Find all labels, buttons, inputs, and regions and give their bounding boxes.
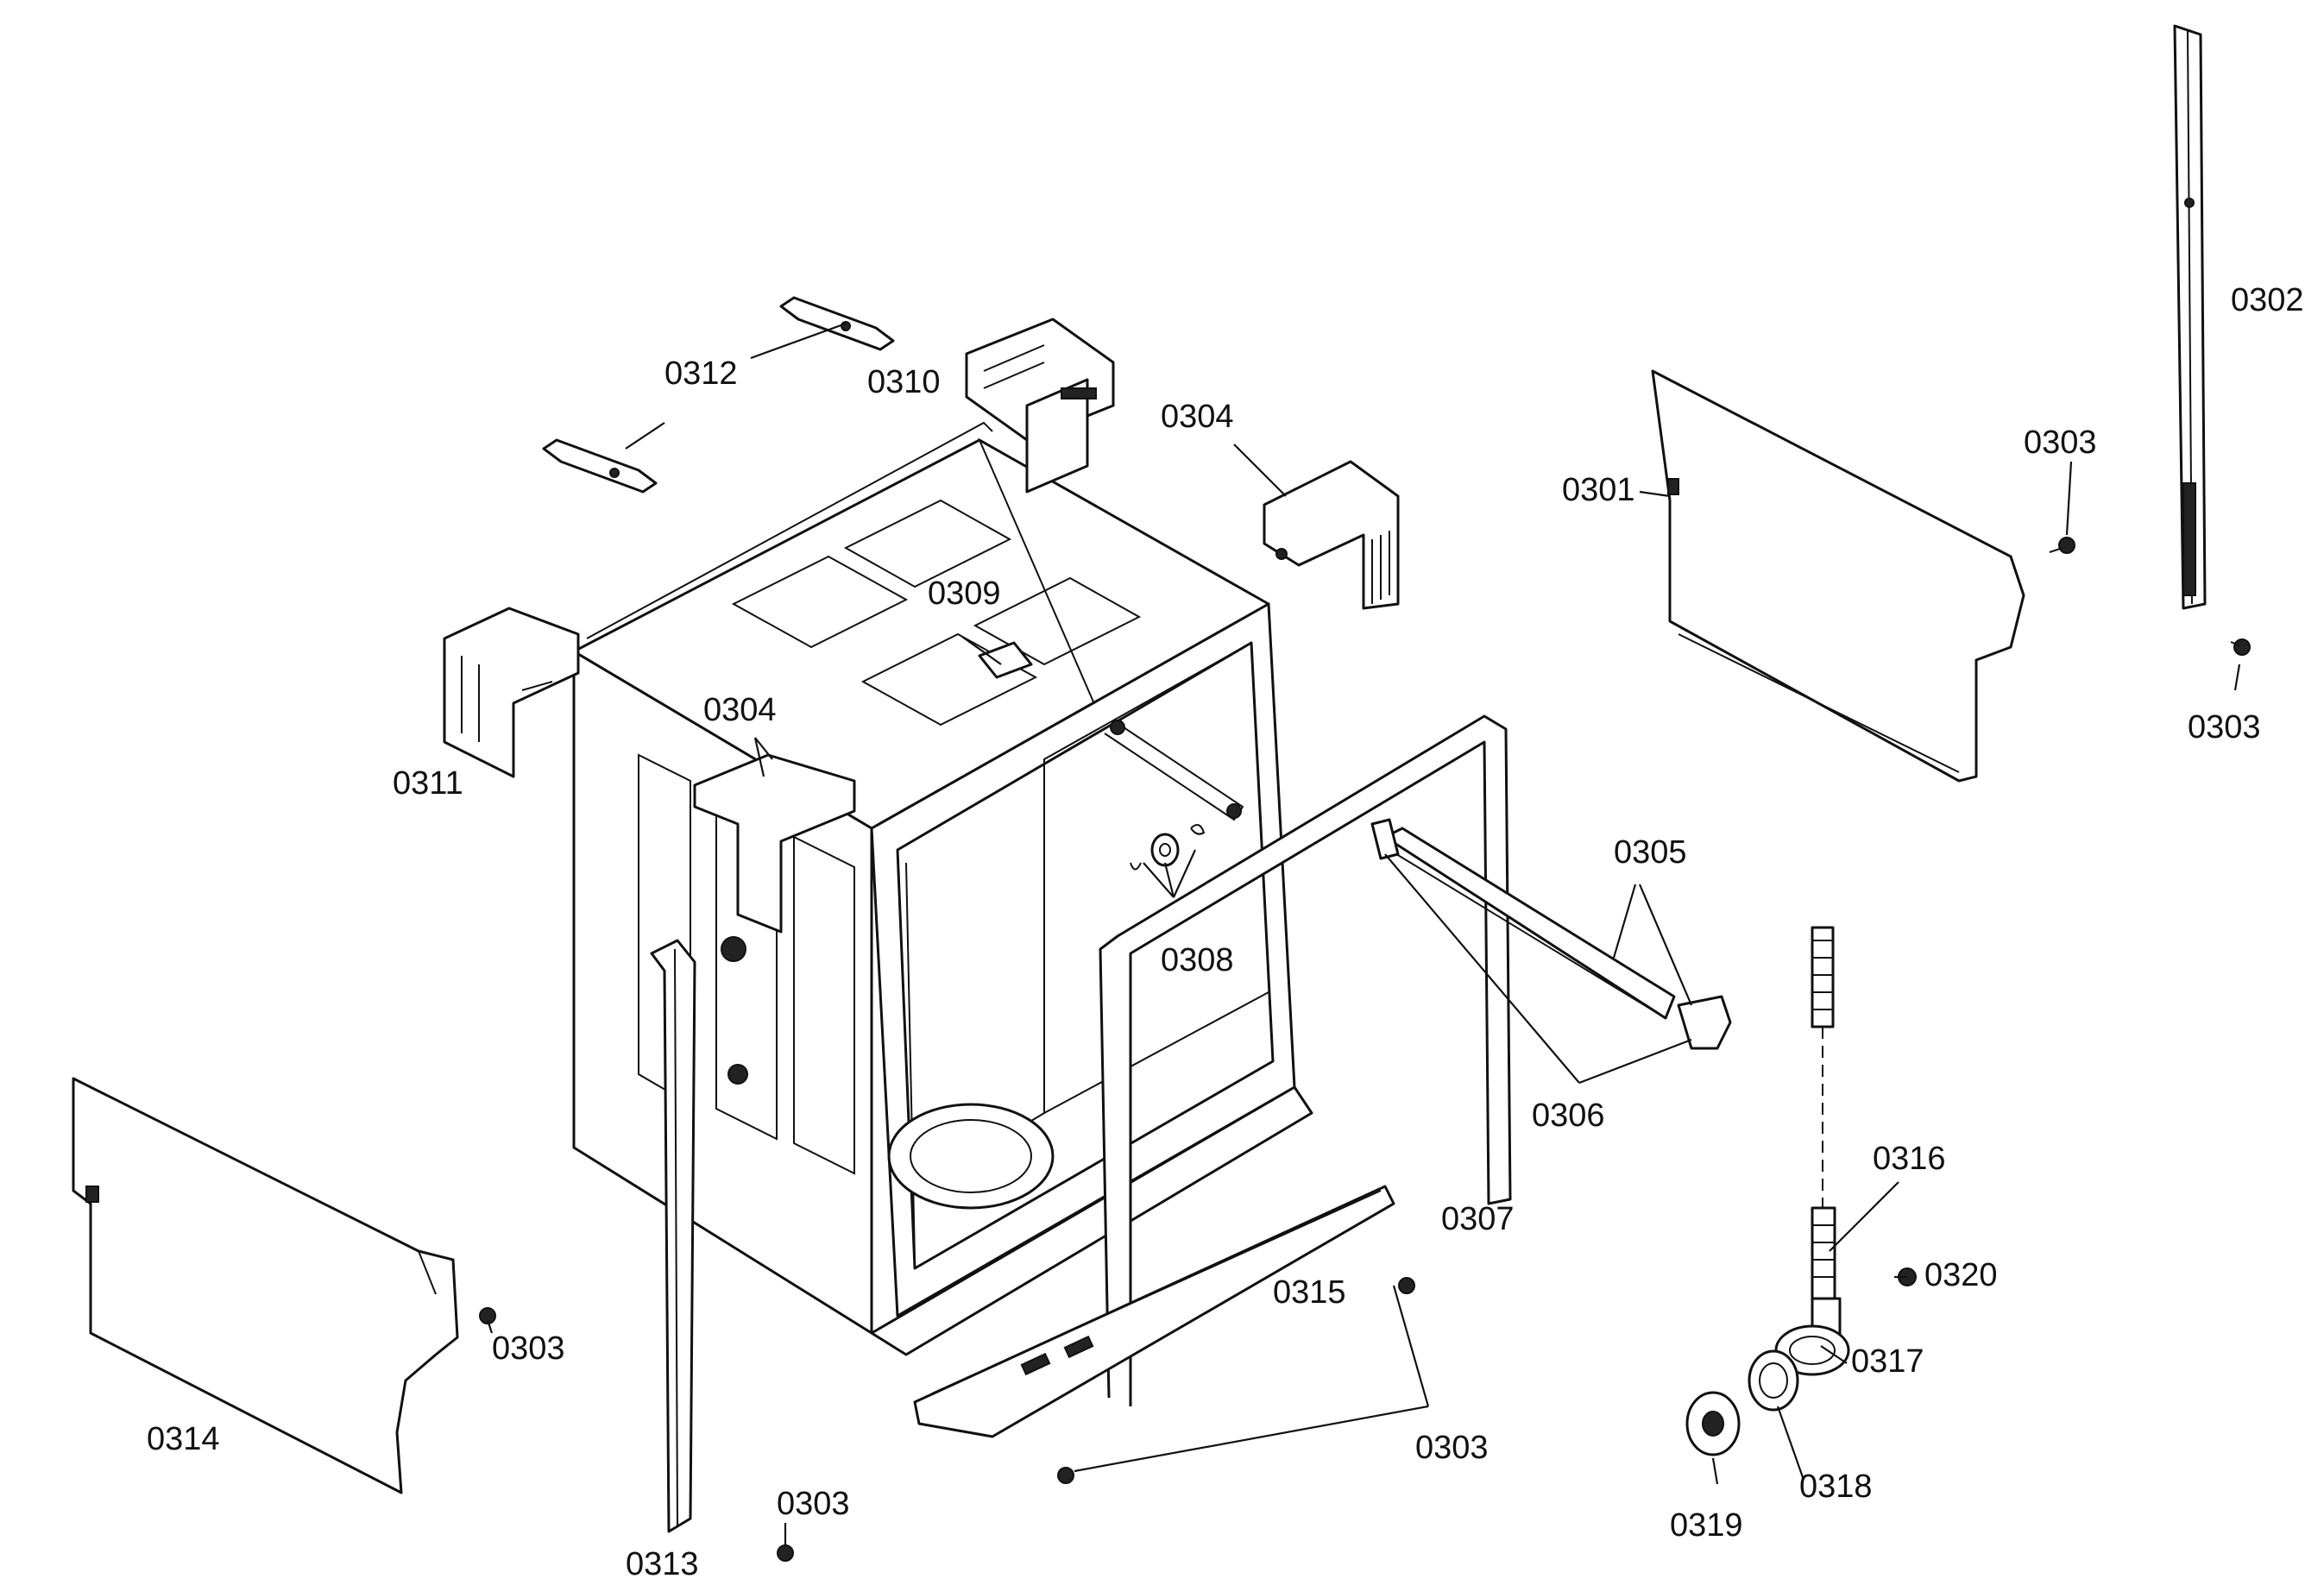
dishwasher-tub <box>572 421 1313 1356</box>
callout-0311: 0311 <box>393 765 463 802</box>
callout-0301: 0301 <box>1562 472 1635 508</box>
side-panel-0314 <box>72 1077 459 1494</box>
screw-0303-bottom-left <box>777 1544 794 1562</box>
clip-0304-left <box>693 753 856 1085</box>
cap-0319 <box>1685 1391 1741 1456</box>
callout-0320: 0320 <box>1924 1257 1998 1293</box>
callout-0305: 0305 <box>1614 834 1687 871</box>
base-strip-0315 <box>913 1185 1395 1438</box>
callout-0309: 0309 <box>928 576 1001 612</box>
callout-labels: 0302 0312 0310 0304 0303 0301 0309 0303 … <box>147 282 2304 1582</box>
clip-0311 <box>443 607 580 778</box>
callout-0319: 0319 <box>1670 1507 1743 1544</box>
callout-0304-left: 0304 <box>703 692 777 728</box>
callout-0303-bottom-a: 0303 <box>1415 1430 1489 1466</box>
callout-0303-right: 0303 <box>2188 709 2261 745</box>
screw-0303-upper <box>2049 537 2075 554</box>
screw-0303-right <box>2230 638 2251 656</box>
callout-0318: 0318 <box>1799 1469 1873 1505</box>
callout-0313: 0313 <box>626 1546 699 1582</box>
side-panel-0301 <box>1651 369 2025 783</box>
callout-0303-upper: 0303 <box>2024 425 2097 461</box>
callout-0308: 0308 <box>1161 942 1234 978</box>
side-strip-0313 <box>650 939 696 1533</box>
screw-0303-left <box>479 1307 496 1324</box>
callout-0302: 0302 <box>2231 282 2304 318</box>
callout-0306: 0306 <box>1532 1098 1605 1134</box>
callout-0303-left: 0303 <box>492 1330 565 1367</box>
hose-0316 <box>1811 926 1836 1309</box>
callout-0314: 0314 <box>147 1421 220 1457</box>
callout-0310: 0310 <box>867 364 941 400</box>
side-strip-0302 <box>2173 24 2207 610</box>
clip-0309 <box>961 636 1033 679</box>
ring-0318 <box>1748 1349 1799 1412</box>
screw-0303-bottom-b <box>1057 1467 1074 1484</box>
callout-0315: 0315 <box>1273 1274 1346 1311</box>
callout-0316: 0316 <box>1873 1141 1946 1177</box>
hose-connector-0317 <box>1774 1297 1850 1376</box>
washers-0308 <box>1130 824 1206 871</box>
clip-0310 <box>965 318 1115 494</box>
clip-0306 <box>1370 818 1400 860</box>
callout-0307: 0307 <box>1441 1201 1515 1237</box>
rail-0305 <box>1383 827 1732 1050</box>
clip-0304-right <box>1263 460 1400 610</box>
bracket-0312-lower <box>542 438 658 494</box>
callout-0312-upper: 0312 <box>664 355 738 392</box>
callout-0317: 0317 <box>1851 1343 1924 1380</box>
door-seal-0307 <box>1099 714 1512 1406</box>
callout-0304-right: 0304 <box>1161 399 1234 435</box>
leader-lines <box>486 322 2241 1546</box>
callout-0303-bottom-left: 0303 <box>777 1486 850 1522</box>
screw-0303-bottom-a <box>1398 1277 1415 1294</box>
